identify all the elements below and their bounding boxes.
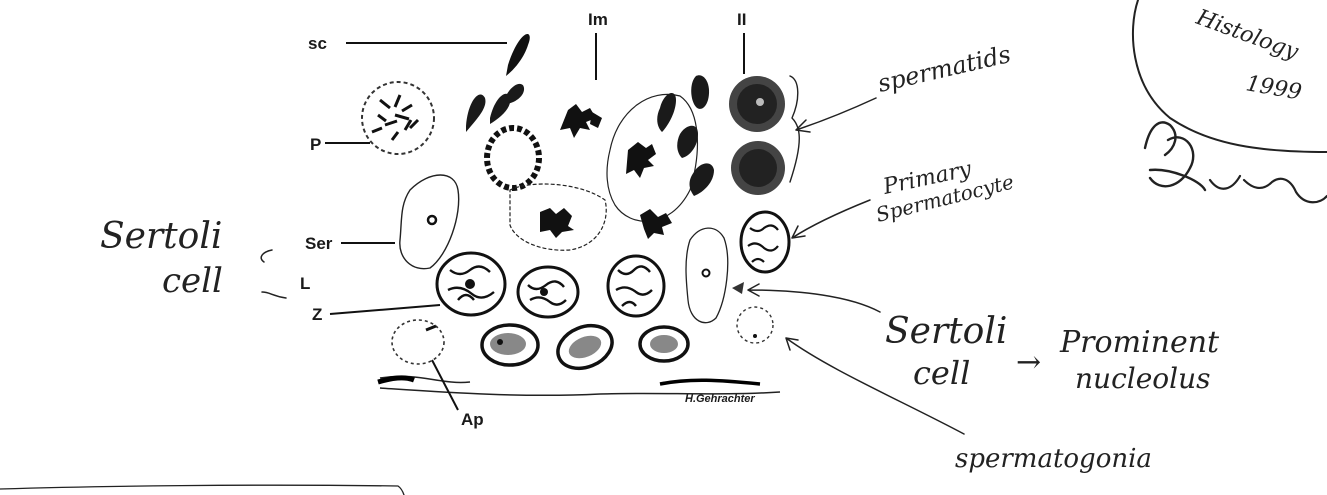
hand-arrow-spermatids [796, 98, 876, 132]
hand-sertoli-right-2: cell [913, 354, 970, 392]
spermatogonium-faint [737, 307, 773, 343]
handwritten-signature [1145, 122, 1327, 202]
primary-spermatocyte-1 [437, 253, 505, 315]
spermatogonium-1 [482, 325, 538, 365]
label-im: Im [588, 10, 608, 29]
label-l: L [300, 274, 310, 293]
label-ap: Ap [461, 410, 484, 429]
spermatid-center-1 [657, 93, 676, 132]
round-spermatid-lower [731, 141, 785, 195]
hand-sertoli-right-1: Sertoli [885, 311, 1007, 352]
leader-ap [432, 360, 458, 410]
hand-spermatids: spermatids [875, 40, 1013, 98]
hand-sertoli-left-1: Sertoli [100, 216, 222, 257]
stamp-histology: Histology [1192, 5, 1302, 65]
spermatid-center-3 [677, 126, 698, 158]
seminiferous-epithelium-figure: sc Im II P Ser L Z Ap H.Gehrachter [300, 10, 789, 429]
dividing-cell-b [540, 208, 574, 238]
spermatogonium-ap [392, 320, 444, 364]
dividing-cell-c [640, 209, 672, 239]
dividing-cell-a [626, 142, 656, 178]
sertoli-nucleolus-right [703, 270, 710, 277]
hand-arrow-sertoli-right [748, 284, 880, 312]
label-ser: Ser [305, 234, 333, 253]
label-p: P [310, 135, 321, 154]
hand-brace-spermatids [790, 76, 799, 182]
spermatogonium-3 [640, 327, 688, 361]
spermatid-elongated-1 [466, 94, 485, 132]
hand-arrow-primary [792, 200, 870, 238]
hand-arrow-to-nucleolus: → [1016, 345, 1041, 380]
hand-spermatogonia: spermatogonia [955, 444, 1152, 474]
label-z: Z [312, 305, 322, 324]
illustrator-signature: H.Gehrachter [685, 393, 755, 405]
primary-spermatocyte-3 [608, 256, 664, 316]
cell-outline-upper-mid [607, 94, 697, 221]
spermatid-elongated-3 [505, 84, 524, 104]
basement-dark-stroke-2 [660, 380, 760, 384]
leader-z [330, 305, 440, 314]
spermatogonium-2 [552, 318, 619, 376]
corner-box-line [0, 485, 404, 495]
primary-spermatocyte-right [741, 212, 789, 272]
sertoli-nucleus-marker [732, 282, 744, 294]
sperm-head-sc [506, 34, 530, 76]
hand-nucleolus: nucleolus [1075, 362, 1211, 395]
sertoli-nucleolus-left [428, 216, 436, 224]
round-spermatid-upper [729, 76, 785, 132]
spermatid-center-4 [690, 163, 715, 196]
label-sc: sc [308, 34, 327, 53]
basement-dark-stroke [378, 378, 414, 382]
primary-spermatocyte-2 [518, 267, 578, 317]
spermatid-center-2 [691, 75, 709, 109]
hand-brace-left [261, 250, 286, 298]
hand-sertoli-left-2: cell [162, 261, 223, 301]
metaphase-im-cell [560, 104, 602, 138]
hand-prominent: Prominent [1059, 325, 1220, 360]
meiotic-ring-cell [487, 128, 539, 188]
stamp-year: 1999 [1244, 71, 1303, 105]
prophase-cell [362, 82, 434, 154]
label-ii: II [737, 10, 746, 29]
